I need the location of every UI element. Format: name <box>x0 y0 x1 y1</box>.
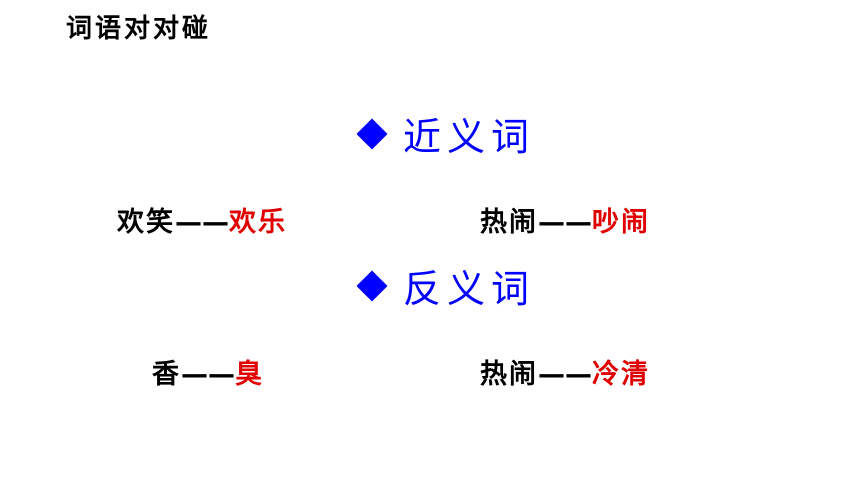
dash-separator: —— <box>175 207 229 238</box>
dash-separator: —— <box>181 359 235 390</box>
section-heading-label: 反义词 <box>403 267 536 311</box>
word: 热闹 <box>480 359 538 390</box>
section-heading-antonyms: 反义词 <box>356 258 536 313</box>
word-pair: 欢笑——欢乐 <box>117 200 287 239</box>
diamond-icon <box>356 269 388 302</box>
answer-word: 欢乐 <box>229 207 287 238</box>
page-title: 词语对对碰 <box>66 14 212 44</box>
word-pair: 热闹——吵闹 <box>480 200 650 239</box>
dash-separator: —— <box>538 359 592 390</box>
word: 热闹 <box>480 207 538 238</box>
word: 欢笑 <box>117 207 175 238</box>
section-heading-label: 近义词 <box>403 115 536 159</box>
answer-word: 吵闹 <box>592 207 650 238</box>
word-pair: 热闹——冷清 <box>480 352 650 391</box>
section-heading-synonyms: 近义词 <box>356 106 536 161</box>
word-pair: 香——臭 <box>152 352 264 391</box>
diamond-icon <box>356 117 388 150</box>
answer-word: 冷清 <box>592 359 650 390</box>
answer-word: 臭 <box>235 359 264 390</box>
dash-separator: —— <box>538 207 592 238</box>
word: 香 <box>152 359 181 390</box>
